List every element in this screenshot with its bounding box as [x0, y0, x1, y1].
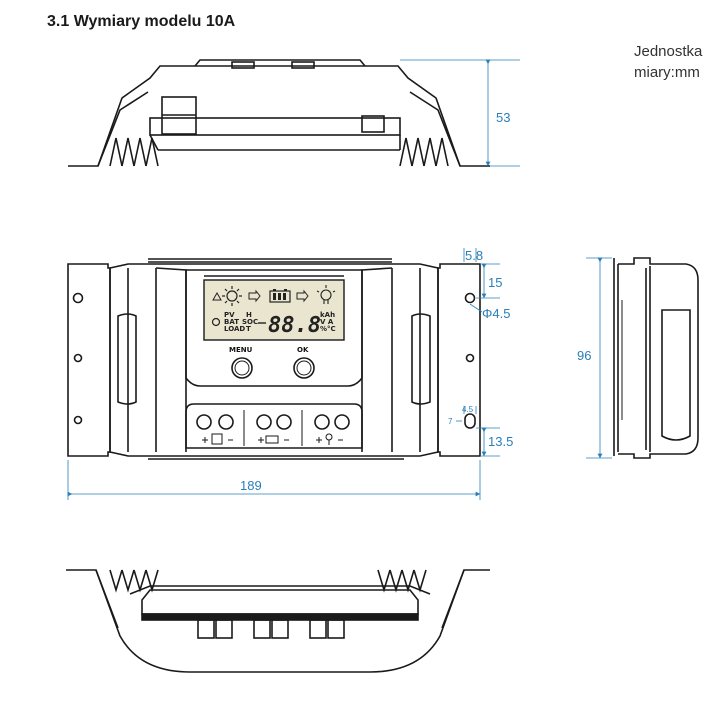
lcd-digits: 88.8	[268, 313, 321, 338]
dim-height-side: 53	[400, 59, 520, 167]
dim-slot-width: 4.5	[462, 405, 474, 414]
lcd-va: V A	[320, 318, 334, 326]
ok-button-label: OK	[297, 346, 309, 354]
top-view	[68, 59, 490, 167]
lcd-load: LOAD	[224, 325, 245, 333]
bulb-icon	[316, 285, 336, 304]
terminal-block	[185, 403, 363, 449]
dim-slot-height: 7	[448, 417, 453, 426]
bottom-view	[66, 569, 490, 673]
dim-total-height	[586, 257, 612, 459]
dim-total-width: 189	[240, 478, 262, 493]
lcd-pct-c: %°C	[320, 325, 336, 333]
unit-note: Jednostka miary:mm	[634, 41, 702, 83]
unit-line-1: Jednostka	[634, 43, 703, 60]
dim-height-side-label: 53	[496, 110, 510, 125]
lcd-t: T	[246, 325, 251, 333]
arrow-right-icon-2	[296, 289, 309, 303]
lcd-display: PV BAT LOAD H SOC T 88.8 kAh V A %°C	[203, 279, 345, 341]
battery-icon	[269, 289, 291, 303]
arrow-right-icon	[248, 289, 261, 303]
lcd-kah: kAh	[320, 311, 335, 319]
lcd-bat: BAT	[224, 318, 239, 326]
ok-button[interactable]: OK	[293, 346, 315, 379]
side-view	[613, 257, 699, 459]
lcd-pv: PV	[224, 311, 235, 319]
dim-hole-diameter: Φ4.5	[482, 306, 510, 321]
sun-icon	[222, 286, 242, 306]
settings-gear-icon	[211, 317, 221, 327]
lcd-h: H	[246, 311, 252, 319]
front-dimensions	[67, 248, 500, 500]
dim-hole-offset-top: 5.8	[465, 248, 483, 263]
lcd-soc: SOC	[242, 318, 258, 326]
front-view	[67, 258, 481, 460]
dim-hole-spacing: 15	[488, 275, 502, 290]
dim-slot-offset-bottom: 13.5	[488, 434, 513, 449]
section-title: 3.1 Wymiary modelu 10A	[47, 13, 236, 30]
warning-icon	[212, 291, 222, 301]
menu-button[interactable]: MENU	[229, 346, 253, 379]
menu-button-label: MENU	[229, 346, 253, 354]
unit-line-2: miary:mm	[634, 64, 700, 81]
dim-total-height-label: 96	[577, 348, 591, 363]
